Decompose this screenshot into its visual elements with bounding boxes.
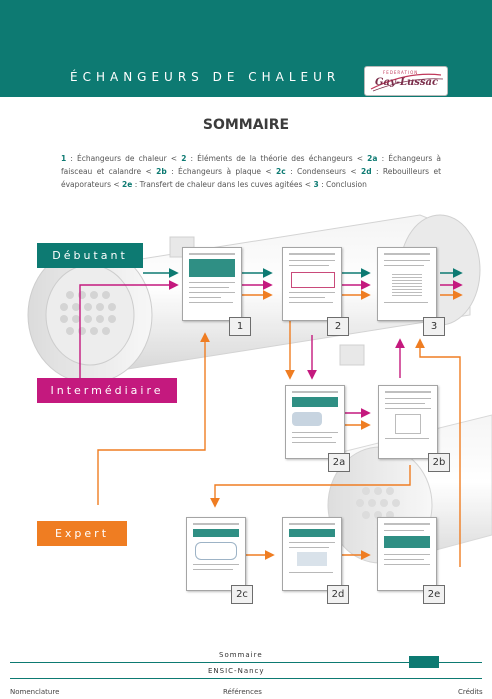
lower-exchanger-drawing bbox=[327, 414, 492, 566]
level-expert-button[interactable]: Expert bbox=[37, 521, 127, 546]
toc-link-2a[interactable]: 2a bbox=[367, 154, 378, 163]
federation-logo: FEDERATION Gay-Lussac bbox=[364, 66, 448, 96]
logo-top-text: FEDERATION bbox=[383, 70, 419, 75]
chapter-number-2[interactable]: 2 bbox=[327, 317, 349, 336]
chapter-number-2c[interactable]: 2c bbox=[231, 585, 253, 604]
chapter-card-1[interactable] bbox=[182, 247, 242, 321]
toc-text-2a: : Échangeurs à faisceau et calandre < bbox=[61, 154, 442, 176]
chapter-card-2b[interactable] bbox=[378, 385, 438, 459]
footer-school: ENSIC-Nancy bbox=[208, 667, 265, 675]
logo-main-text: Gay-Lussac bbox=[375, 77, 439, 88]
footer-divider-top bbox=[10, 662, 482, 663]
footer-references-link[interactable]: Références bbox=[223, 688, 262, 696]
level-debutant-button[interactable]: Débutant bbox=[37, 243, 143, 268]
chapter-number-2d[interactable]: 2d bbox=[327, 585, 349, 604]
toc-link-2b[interactable]: 2b bbox=[156, 167, 167, 176]
toc-text-2d: : Rebouilleurs et évaporateurs < bbox=[61, 167, 442, 189]
logo-swoosh-icon bbox=[370, 73, 444, 92]
toc-link-1[interactable]: 1 bbox=[61, 154, 67, 163]
footer-accent-box bbox=[409, 656, 439, 668]
table-of-contents: 1 : Échangeurs de chaleur < 2 : Éléments… bbox=[61, 152, 441, 191]
toc-text-3: : Conclusion bbox=[318, 180, 367, 189]
chapter-number-3[interactable]: 3 bbox=[423, 317, 445, 336]
toc-link-2d[interactable]: 2d bbox=[361, 167, 372, 176]
chapter-card-2a[interactable] bbox=[285, 385, 345, 459]
level-intermediaire-button[interactable]: Intermédiaire bbox=[37, 378, 177, 403]
chapter-card-2c[interactable] bbox=[186, 517, 246, 591]
toc-text-1: : Échangeurs de chaleur < bbox=[66, 154, 182, 163]
toc-link-2[interactable]: 2 bbox=[181, 154, 187, 163]
toc-link-2e[interactable]: 2e bbox=[122, 180, 133, 189]
level-debutant-label: Débutant bbox=[52, 249, 128, 262]
toc-link-3[interactable]: 3 bbox=[313, 180, 319, 189]
chapter-card-2d[interactable] bbox=[282, 517, 342, 591]
footer-nomenclature-link[interactable]: Nomenclature bbox=[10, 688, 60, 696]
chapter-card-2e[interactable] bbox=[377, 517, 437, 591]
level-expert-label: Expert bbox=[54, 527, 110, 540]
level-intermediaire-label: Intermédiaire bbox=[50, 384, 164, 397]
toc-text-2b: : Échangeurs à plaque < bbox=[166, 167, 277, 176]
chapter-card-2[interactable] bbox=[282, 247, 342, 321]
page-title: SOMMAIRE bbox=[202, 117, 290, 133]
footer-sommaire-link[interactable]: Sommaire bbox=[219, 651, 263, 659]
chapter-number-2e[interactable]: 2e bbox=[423, 585, 445, 604]
chapter-number-2b[interactable]: 2b bbox=[428, 453, 450, 472]
toc-text-2: : Éléments de la théorie des échangeurs … bbox=[186, 154, 368, 163]
header-title: ÉCHANGEURS DE CHALEUR bbox=[70, 70, 341, 84]
heat-exchanger-illustration bbox=[27, 214, 492, 567]
footer-divider-bottom bbox=[10, 678, 482, 679]
expert-arrows bbox=[97, 290, 463, 567]
chapter-number-2a[interactable]: 2a bbox=[328, 453, 350, 472]
header-bar: ÉCHANGEURS DE CHALEUR FEDERATION Gay-Lus… bbox=[0, 0, 492, 97]
chapter-card-3[interactable] bbox=[377, 247, 437, 321]
intermediaire-arrows bbox=[79, 280, 463, 418]
toc-link-2c[interactable]: 2c bbox=[276, 167, 286, 176]
toc-text-2c: : Condenseurs < bbox=[285, 167, 361, 176]
footer-credits-link[interactable]: Crédits bbox=[458, 688, 483, 696]
chapter-number-1[interactable]: 1 bbox=[229, 317, 251, 336]
toc-text-2e: : Transfert de chaleur dans les cuves ag… bbox=[132, 180, 314, 189]
